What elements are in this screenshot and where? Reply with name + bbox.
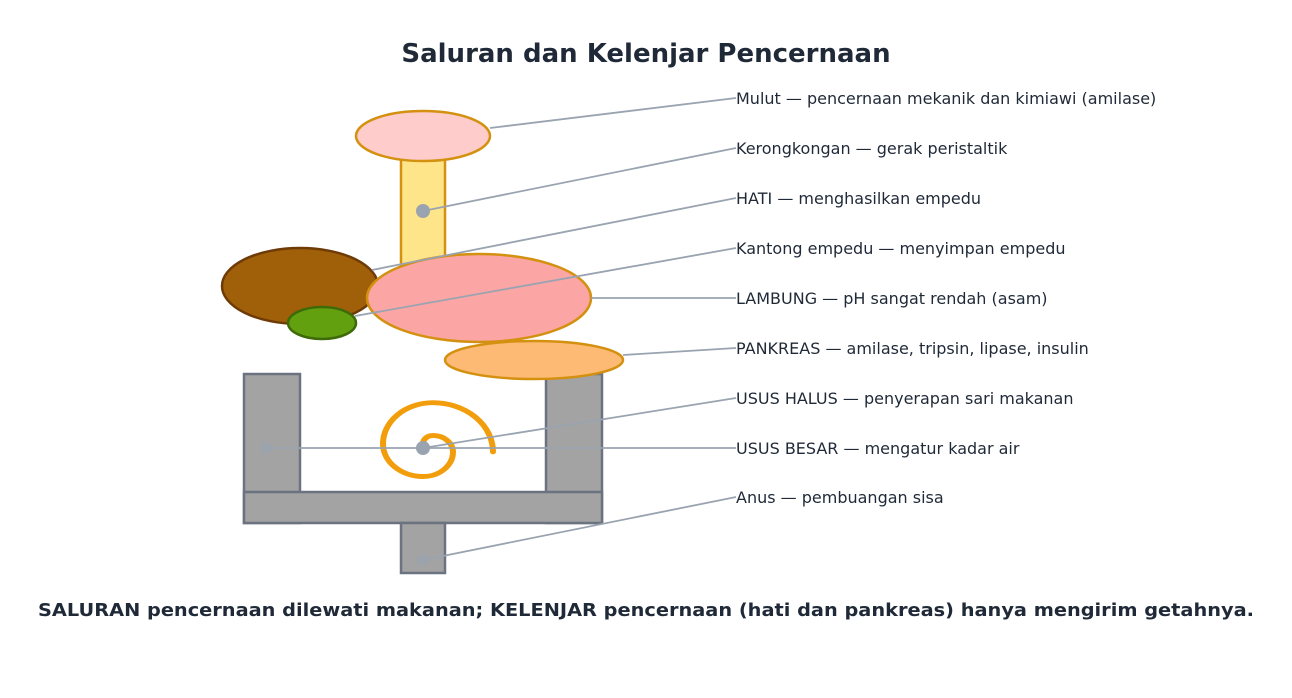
- leader-line-usus-halus: [422, 397, 737, 449]
- footer-caption: SALURAN pencernaan dilewati makanan; KEL…: [38, 600, 1254, 621]
- anchor-dot-usus-besar: [260, 442, 272, 454]
- label-anus: Anus — pembuangan sisa: [736, 488, 944, 507]
- anchor-dot-kerongkongan: [416, 204, 430, 218]
- label-kantong-empedu: Kantong empedu — menyimpan empedu: [736, 239, 1065, 258]
- anchor-dot-anus: [417, 554, 429, 566]
- labels: Mulut — pencernaan mekanik dan kimiawi (…: [736, 89, 1156, 507]
- label-lambung: LAMBUNG — pH sangat rendah (asam): [736, 289, 1048, 308]
- stomach-shape: [365, 252, 593, 344]
- label-mulut: Mulut — pencernaan mekanik dan kimiawi (…: [736, 89, 1156, 108]
- leader-line-mulut: [489, 97, 737, 129]
- leader-lines: [266, 97, 737, 561]
- leader-line-kerongkongan: [422, 147, 737, 212]
- large-intestine: [242, 372, 604, 525]
- small-intestine-spiral: [379, 400, 496, 479]
- diagram-title: Saluran dan Kelenjar Pencernaan: [401, 39, 890, 69]
- label-kerongkongan: Kerongkongan — gerak peristaltik: [736, 139, 1008, 158]
- leader-line-hati: [371, 197, 737, 271]
- gallbladder-shape: [286, 305, 358, 341]
- label-hati: HATI — menghasilkan empedu: [736, 189, 981, 208]
- label-usus-halus: USUS HALUS — penyerapan sari makanan: [736, 389, 1074, 408]
- leader-line-anus: [422, 496, 737, 561]
- leader-line-pankreas: [622, 347, 737, 356]
- pancreas-shape: [443, 339, 625, 381]
- anchor-dots: [260, 204, 430, 566]
- mouth-shape: [354, 109, 492, 163]
- label-usus-besar: USUS BESAR — mengatur kadar air: [736, 439, 1020, 458]
- anchor-dot-usus-halus: [416, 441, 430, 455]
- leader-line-kantong-empedu: [354, 247, 737, 317]
- label-pankreas: PANKREAS — amilase, tripsin, lipase, ins…: [736, 339, 1089, 358]
